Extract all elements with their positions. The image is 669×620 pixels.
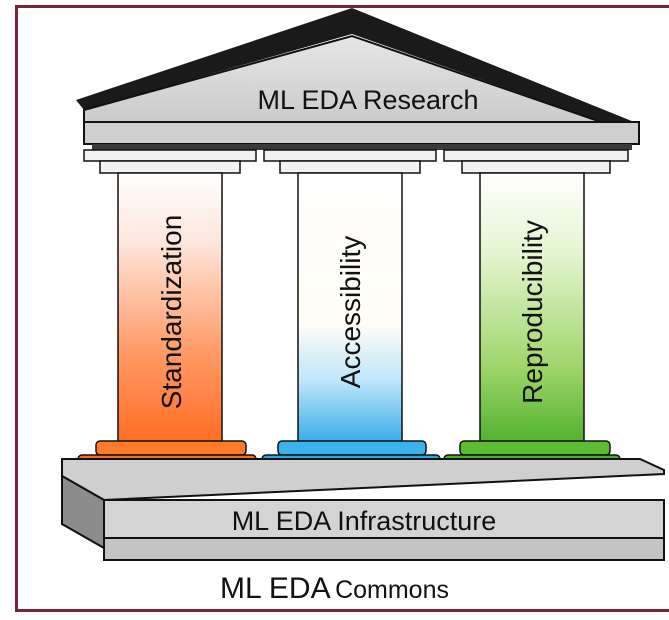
pillar-reproducibility: Reproducibility [443,149,629,472]
pillar-label: Reproducibility [517,220,548,404]
pillar-capital [443,149,629,162]
pillar-label: Accessibility [335,236,366,388]
roof-beam [83,121,640,145]
pillar-shaft [297,172,403,450]
roof-label: ML EDA Research [257,85,478,115]
pillar-capital-neck [279,160,421,174]
pillar-base-top [95,440,247,456]
pillar-label: Standardization [156,215,187,410]
foundation-label: ML EDA Infrastructure [232,506,497,536]
pillar-shaft [479,172,585,450]
pillar-base-top [459,440,611,456]
pillar-accessibility: Accessibility [261,149,441,472]
pillar-standardization: Standardization [77,149,257,472]
roof-beam-shadow [92,144,632,150]
pillar-capital [263,149,437,162]
caption-main: ML EDA [220,572,331,605]
pillar-base-top [277,440,427,456]
roof-shadow [76,8,639,132]
foundation-front-top [103,499,665,539]
pillar-shaft [117,172,223,450]
pillar-capital [83,149,257,162]
commons-caption: ML EDA Commons [0,572,669,606]
pillar-capital-neck [99,160,241,174]
caption-sub: Commons [335,576,449,604]
roof: ML EDA Research [76,8,640,150]
foundation-front-step [103,537,665,561]
foundation-top [61,458,665,502]
foundation: ML EDA Infrastructure [61,458,665,561]
pillar-capital-neck [461,160,611,174]
